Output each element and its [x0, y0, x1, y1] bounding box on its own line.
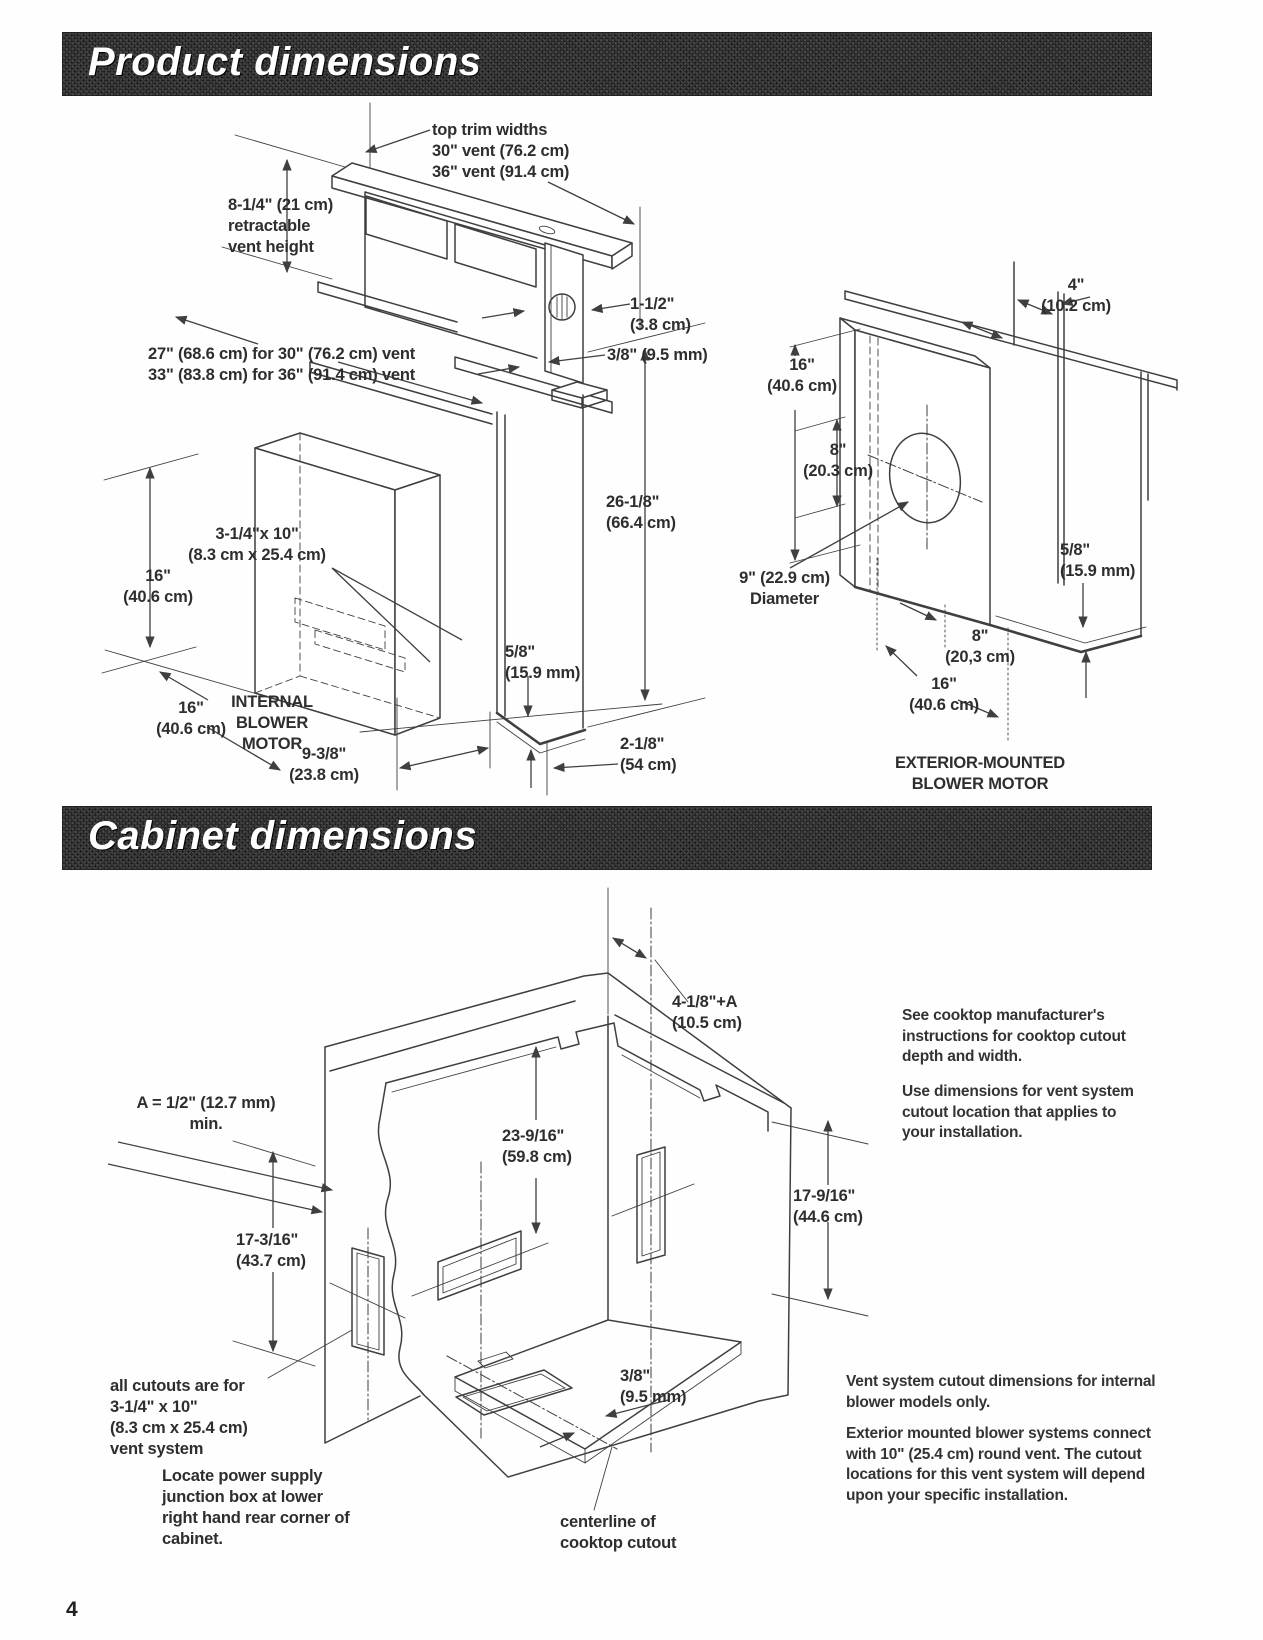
- cabinet-diagram: [107, 887, 869, 1511]
- note-use-dimensions: Use dimensions for vent system cutout lo…: [902, 1083, 1134, 1141]
- section-header-cabinet: Cabinet dimensions: [62, 806, 1152, 870]
- dim-label-5-8-right: 5/8" (15.9 mm): [1060, 541, 1136, 580]
- dim-label-9-3-8: 9-3/8" (23.8 cm): [289, 745, 359, 784]
- dim-label-17-3-16: 17-3/16" (43.7 cm): [236, 1231, 306, 1270]
- note-exterior-connect: Exterior mounted blower systems connect …: [846, 1425, 1151, 1504]
- section-header-product: Product dimensions: [62, 32, 1152, 96]
- dim-label-8-right-bottom: 8" (20,3 cm): [945, 627, 1015, 666]
- caption-internal-blower-motor: INTERNAL BLOWER MOTOR: [231, 693, 313, 753]
- dim-label-5-8-left: 5/8" (15.9 mm): [505, 643, 581, 682]
- dim-label-top-trim-widths: top trim widths 30" vent (76.2 cm) 36" v…: [432, 121, 570, 181]
- dim-label-26-1-8: 26-1/8" (66.4 cm): [606, 493, 676, 532]
- dim-label-9-diameter: 9" (22.9 cm) Diameter: [739, 569, 830, 608]
- dim-label-16-right-top: 16" (40.6 cm): [767, 356, 837, 395]
- dim-label-slot-size: 3-1/4"x 10" (8.3 cm x 25.4 cm): [188, 525, 326, 564]
- dim-label-27-33-vent: 27" (68.6 cm) for 30" (76.2 cm) vent 33"…: [148, 345, 416, 384]
- note-internal-only: Vent system cutout dimensions for intern…: [846, 1373, 1156, 1411]
- dim-label-4-1-8-plus-a: 4-1/8"+A (10.5 cm): [672, 993, 742, 1032]
- dim-label-16-left: 16" (40.6 cm): [123, 567, 193, 606]
- dim-label-17-9-16: 17-9/16" (44.6 cm): [793, 1187, 863, 1226]
- dim-label-23-9-16: 23-9/16" (59.8 cm): [502, 1127, 572, 1166]
- note-see-cooktop: See cooktop manufacturer's instructions …: [902, 1007, 1126, 1065]
- dim-label-16-right-bottom: 16" (40.6 cm): [909, 675, 979, 714]
- caption-exterior-blower-motor: EXTERIOR-MOUNTED BLOWER MOTOR: [894, 754, 1066, 793]
- dim-label-a-min: A = 1/2" (12.7 mm) min.: [136, 1094, 276, 1133]
- label-all-cutouts: all cutouts are for 3-1/4" x 10" (8.3 cm…: [110, 1377, 248, 1458]
- product-diagram-internal: [101, 102, 706, 796]
- dim-label-3-8: 3/8" (9.5 mm): [607, 346, 708, 364]
- product-diagram-exterior: [789, 261, 1178, 743]
- dim-label-3-8-cabinet: 3/8" (9.5 mm): [620, 1367, 687, 1406]
- section-title-product: Product dimensions: [88, 40, 482, 84]
- dim-label-8-right-top: 8" (20.3 cm): [803, 441, 873, 480]
- dim-label-retractable-height: 8-1/4" (21 cm) retractable vent height: [228, 196, 333, 256]
- dim-label-4: 4" (10.2 cm): [1041, 276, 1111, 315]
- dim-label-2-1-8: 2-1/8" (54 cm): [620, 735, 677, 774]
- label-power-supply: Locate power supply junction box at lowe…: [162, 1467, 350, 1548]
- page-number: 4: [66, 1598, 78, 1621]
- dim-label-16-bottom: 16" (40.6 cm): [156, 699, 226, 738]
- label-centerline-cooktop: centerline of cooktop cutout: [560, 1513, 677, 1552]
- section-title-cabinet: Cabinet dimensions: [88, 814, 478, 858]
- dim-label-1-1-2: 1-1/2" (3.8 cm): [630, 295, 691, 334]
